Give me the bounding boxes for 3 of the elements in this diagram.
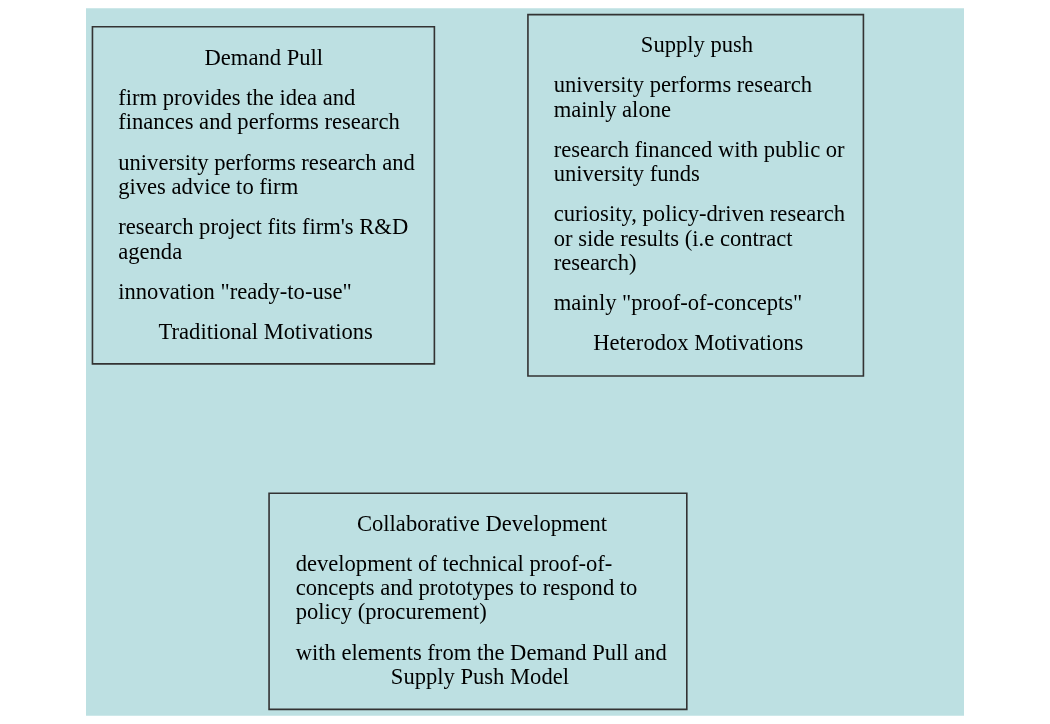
node-box: Collaborative Development development of technical proof-of-concepts and prototypes to respond to policy (procurement) with elements from the Demand Pull and Supply Push Model: [268, 492, 688, 711]
node-box: Demand Pull firm provides the idea and finances and performs research university performs research and gives advice to firm research project fits firm's R&D agenda innovation "ready-to-use" Traditional Motivations: [91, 25, 436, 365]
node-box: Supply push university performs research mainly alone research financed with public or university funds curiosity, policy-driven research or side results (i.e contract research) mainly "proof-of-concepts" Heterodox Motivations: [527, 13, 865, 377]
